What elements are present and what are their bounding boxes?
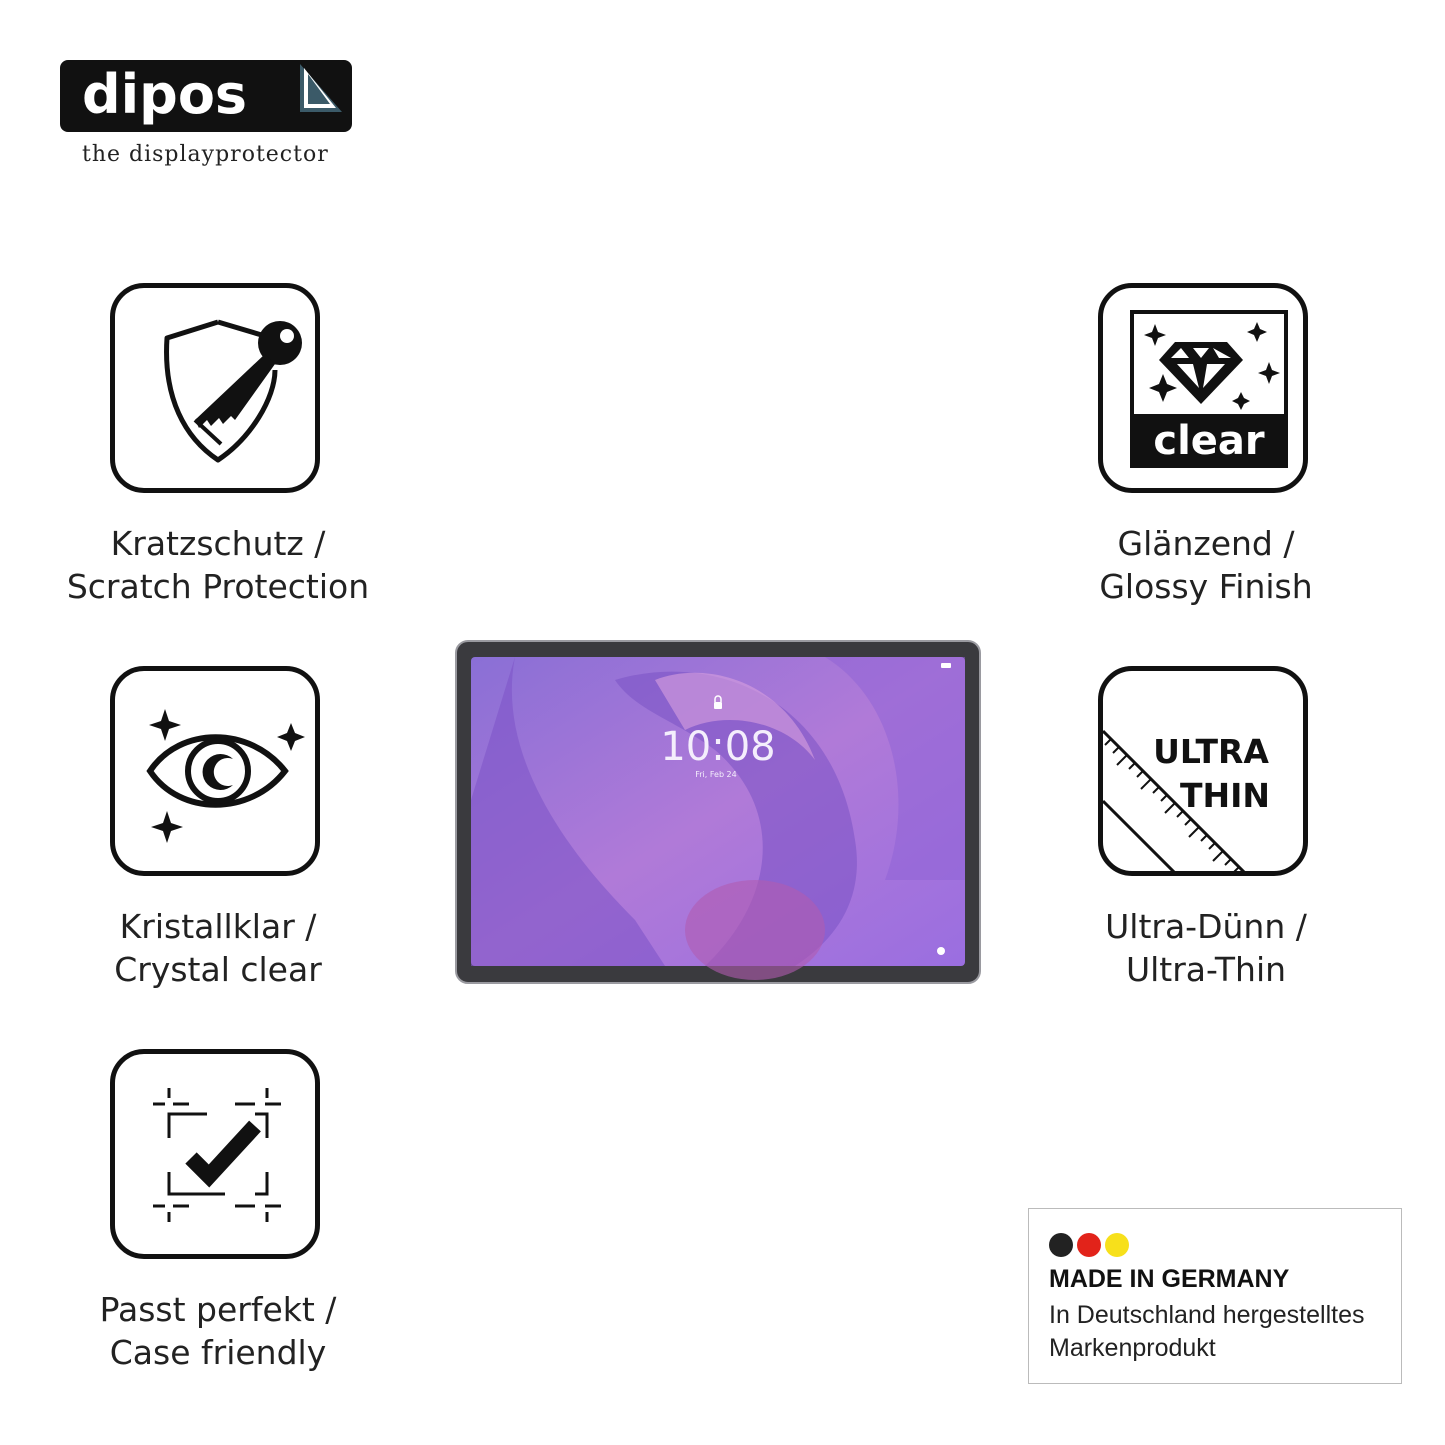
caption-line-de: Ultra-Dünn / <box>1105 907 1307 946</box>
lockscreen-time: 10:08 <box>660 724 775 770</box>
badge-subtitle-line: In Deutschland hergestelltes <box>1049 1301 1365 1329</box>
dipos-logo: dipos the displayprotector <box>60 60 360 175</box>
caption-line-en: Scratch Protection <box>66 567 370 606</box>
ultra-thin-icon-box: ULTRA THIN <box>1098 666 1308 876</box>
case-friendly-icon-box <box>110 1049 320 1259</box>
crystal-clear-icon-box <box>110 666 320 876</box>
thin-label: THIN <box>1180 776 1270 815</box>
scratch-protection-icon-box <box>110 283 320 493</box>
ultra-label: ULTRA <box>1153 732 1269 771</box>
badge-title: MADE IN GERMANY <box>1049 1265 1290 1293</box>
tablet-product-image: 10:08 Fri, Feb 24 <box>455 640 981 984</box>
feature-caption-scratch: Kratzschutz / Scratch Protection <box>38 522 398 608</box>
caption-line-en: Crystal clear <box>114 950 322 989</box>
eye-sparkle-icon <box>146 709 305 843</box>
german-flag-dots <box>1049 1233 1133 1259</box>
flag-dot-red <box>1077 1233 1101 1257</box>
caption-line-en: Glossy Finish <box>1099 567 1313 606</box>
lockscreen-date: Fri, Feb 24 <box>695 770 737 779</box>
checkmark-frame-icon <box>153 1088 281 1222</box>
glossy-finish-icon-box: clear <box>1098 283 1308 493</box>
feature-caption-case: Passt perfekt / Case friendly <box>38 1288 398 1374</box>
feature-caption-glossy: Glänzend / Glossy Finish <box>1026 522 1386 608</box>
made-in-germany-badge: MADE IN GERMANY In Deutschland hergestel… <box>1028 1208 1402 1384</box>
badge-subtitle-line: Markenprodukt <box>1049 1334 1216 1362</box>
caption-line-de: Kratzschutz / <box>110 524 326 563</box>
flag-dot-black <box>1049 1233 1073 1257</box>
diamond-clear-icon: clear <box>1130 310 1288 468</box>
caption-line-en: Ultra-Thin <box>1125 950 1287 989</box>
clear-label: clear <box>1153 418 1265 464</box>
feature-caption-thin: Ultra-Dünn / Ultra-Thin <box>1026 905 1386 991</box>
caption-line-de: Kristallklar / <box>119 907 317 946</box>
flag-dot-gold <box>1105 1233 1129 1257</box>
shield-key-icon <box>164 319 302 463</box>
caption-line-en: Case friendly <box>109 1333 327 1372</box>
caption-line-de: Glänzend / <box>1117 524 1295 563</box>
feature-caption-crystal: Kristallklar / Crystal clear <box>38 905 398 991</box>
peel-corner-icon <box>300 64 352 112</box>
ruler-ultra-thin-icon: ULTRA THIN <box>1103 729 1270 871</box>
brand-tagline: the displayprotector <box>82 142 329 167</box>
brand-name: dipos <box>82 63 248 126</box>
badge-subtitle: In Deutschland hergestelltes Markenprodu… <box>1049 1299 1364 1365</box>
caption-line-de: Passt perfekt / <box>99 1290 337 1329</box>
